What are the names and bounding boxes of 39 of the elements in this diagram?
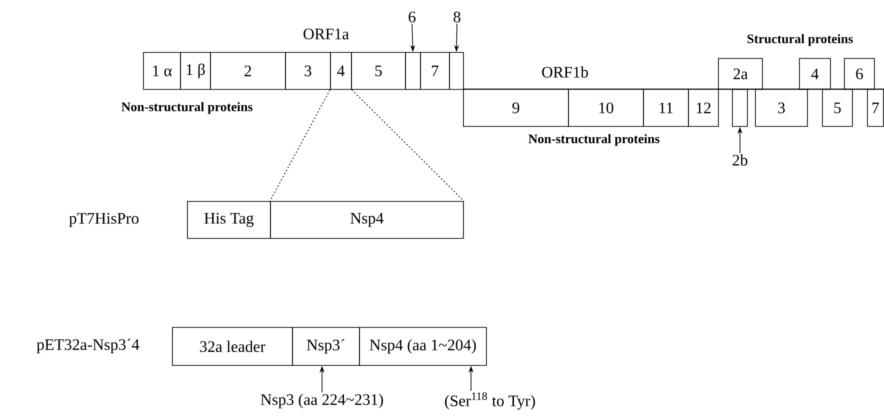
protein-box: 3 [755,89,808,127]
dotted-line [351,89,464,202]
dotted-line [270,89,330,202]
position-label: 6 [408,12,416,22]
group-label: Non-structural proteins [121,102,252,114]
protein-box [405,52,421,90]
protein-box: Nsp4 (aa 1~204) [359,327,487,366]
position-label: 8 [454,12,460,22]
note-label: Nsp3 (aa 224~231) [260,394,383,408]
protein-box: 5 [351,52,406,90]
note-label: (Ser$^{118}$ to Tyr) [445,392,535,410]
protein-box: 7 [420,52,450,90]
protein-box [449,52,464,90]
protein-box: 1 α [143,52,181,90]
group-label: Structural proteins [748,34,853,46]
protein-box: 9 [463,89,569,127]
protein-box: 11 [643,89,689,127]
construct-label: pT7HisPro [69,213,138,227]
protein-box: 4 [799,58,831,90]
protein-box: 32a leader [172,327,293,366]
protein-box: 7 [867,89,884,127]
construct-label: pET32a-Nsp3´4 [36,338,140,354]
position-label: 2b [732,154,748,166]
protein-box: Nsp4 [270,201,464,239]
protein-box: 6 [844,58,875,90]
protein-box: 10 [568,89,644,127]
protein-box: 2 [210,52,286,90]
protein-box: 1 β [180,52,211,90]
protein-box: Nsp3´ [292,327,360,366]
group-label: Non-structural proteins [528,134,660,146]
protein-box [732,89,748,127]
protein-box: His Tag [187,201,271,239]
gene-label: ORF1b [542,66,588,78]
gene-label: ORF1a [304,28,349,40]
protein-box: 3 [285,52,331,90]
protein-box: 5 [822,89,853,127]
protein-box: 2a [718,58,763,90]
protein-box: 4 [330,52,352,90]
protein-box: 12 [688,89,719,127]
